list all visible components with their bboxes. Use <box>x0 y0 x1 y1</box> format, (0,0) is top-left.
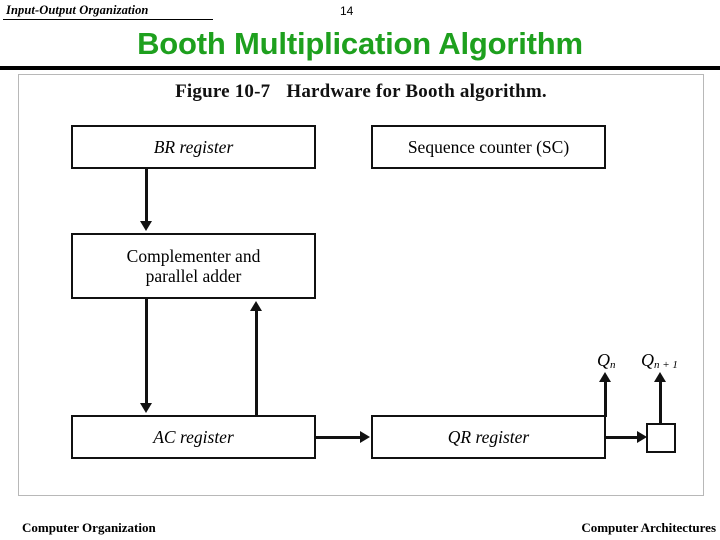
block-complementer-parallel-adder: Complementer and parallel adder <box>71 233 316 299</box>
label-qn-plus-1: Qn + 1 <box>641 350 678 371</box>
connector-br-to-adder-line <box>145 169 148 221</box>
label-qn-plus-1-base: Q <box>641 350 654 370</box>
figure-caption-text: Hardware for Booth algorithm. <box>286 81 547 102</box>
connector-ac-to-adder-arrow <box>250 301 262 311</box>
connector-qr-to-qn-line <box>604 381 607 417</box>
connector-qn1box-to-label-arrow <box>654 372 666 382</box>
block-adder-label-line2: parallel adder <box>145 266 242 286</box>
page-number: 14 <box>340 4 354 18</box>
block-qr-register: QR register <box>371 415 606 459</box>
connector-adder-to-ac-line <box>145 299 148 403</box>
block-ac-register-label: AC register <box>153 426 234 447</box>
title-rule <box>0 66 720 70</box>
header-divider <box>3 19 213 20</box>
slide-header: Input-Output Organization 14 <box>0 0 720 26</box>
label-qn-plus-1-subscript: n + 1 <box>654 359 678 371</box>
connector-adder-to-ac-arrow <box>140 403 152 413</box>
block-qn-plus-1-flipflop <box>646 423 676 453</box>
connector-ac-to-adder-line <box>255 311 258 415</box>
block-adder-label: Complementer and parallel adder <box>127 246 261 286</box>
footer-right-text: Computer Architectures <box>581 520 716 535</box>
footer-left-text: Computer Organization <box>22 520 156 535</box>
block-br-register: BR register <box>71 125 316 169</box>
connector-qr-to-qn1-line <box>606 436 639 439</box>
figure-image: Figure 10-7 Hardware for Booth algorithm.… <box>18 74 704 496</box>
block-sequence-counter: Sequence counter (SC) <box>371 125 606 169</box>
page-title: Booth Multiplication Algorithm <box>137 26 583 61</box>
block-br-register-label: BR register <box>153 136 234 157</box>
block-ac-register: AC register <box>71 415 316 459</box>
block-qr-register-label: QR register <box>447 426 530 447</box>
label-qn-base: Q <box>597 350 610 370</box>
block-sequence-counter-label: Sequence counter (SC) <box>407 136 570 157</box>
figure-caption-number: Figure 10-7 <box>175 81 271 102</box>
header-topic: Input-Output Organization <box>6 3 149 17</box>
connector-qn1box-to-label-line <box>659 381 662 425</box>
connector-qr-to-qn-arrow <box>599 372 611 382</box>
connector-ac-to-qr-arrow <box>360 431 370 443</box>
connector-ac-to-qr-line <box>316 436 361 439</box>
block-adder-label-line1: Complementer and <box>126 245 261 266</box>
label-qn: Qn <box>597 350 616 371</box>
connector-qr-to-qn1-arrow <box>637 431 647 443</box>
connector-br-to-adder-arrow <box>140 221 152 231</box>
figure-caption: Figure 10-7 Hardware for Booth algorithm. <box>19 81 703 103</box>
label-qn-subscript: n <box>610 359 616 371</box>
